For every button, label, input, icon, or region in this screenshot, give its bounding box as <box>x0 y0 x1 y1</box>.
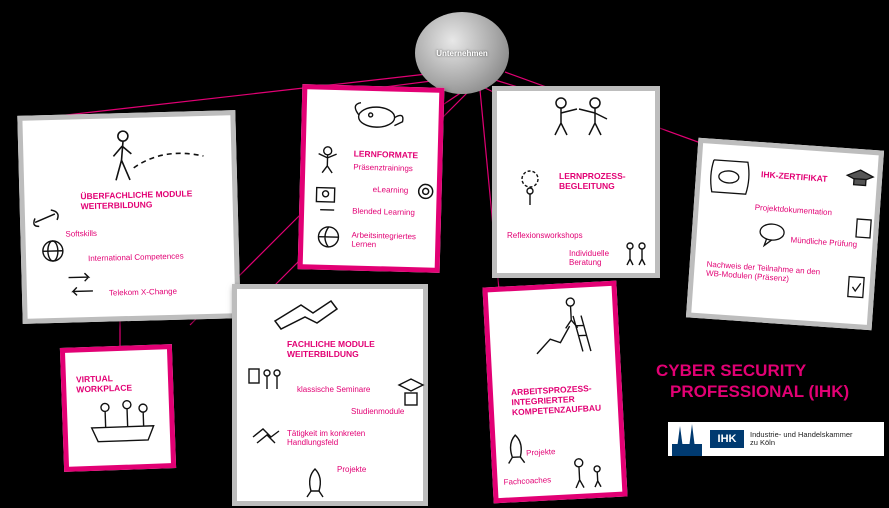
card-arbeitsprozess: ARBEITSPROZESS- INTEGRIERTER KOMPETENZAU… <box>482 280 628 504</box>
card-title: LERNPROZESS- BEGLEITUNG <box>559 171 626 191</box>
computer-user-icon <box>315 186 336 211</box>
item-softskills: Softskills <box>65 228 98 239</box>
checked-document-icon <box>847 275 865 299</box>
cathedral-icon <box>672 424 702 456</box>
graduation-puzzle-icon <box>397 378 425 406</box>
item-praesenztrainings: Präsenztrainings <box>353 162 413 174</box>
two-people-icon <box>554 97 608 136</box>
exchange-arrows-icon <box>68 272 93 296</box>
presenter-icon <box>318 146 337 174</box>
card-lernformate: LERNFORMATE Präsenztrainings eLearning B… <box>297 84 445 273</box>
item-arbeitsintegriertes-lernen: Arbeitsintegriertes Lernen <box>351 230 417 250</box>
item-klassische-seminare: klassische Seminare <box>297 385 371 394</box>
item-international: International Competences <box>87 251 184 264</box>
team-desk-icon <box>90 399 155 443</box>
card-ihk-zertifikat: IHK-ZERTIFIKAT Projektdokumentation Münd… <box>685 137 885 331</box>
card-title: FACHLICHE MODULE WEITERBILDUNG <box>287 339 375 359</box>
card-fachliche-module: FACHLICHE MODULE WEITERBILDUNG klassisch… <box>232 284 428 506</box>
item-nachweis-teilnahme: Nachweis der Teilnahme an den WB-Modulen… <box>705 259 821 284</box>
card-lernprozessbegleitung: LERNPROZESS- BEGLEITUNG Reflexionsworksh… <box>492 86 660 278</box>
rocket-icon <box>306 468 324 498</box>
couple-icon <box>626 242 646 266</box>
item-individuelle-beratung: Individuelle Beratung <box>569 249 610 267</box>
card-virtual-workplace: VIRTUAL WORKPLACE <box>59 344 177 472</box>
at-symbol-icon <box>417 183 434 200</box>
card-title: IHK-ZERTIFIKAT <box>760 169 828 184</box>
card-title: LERNFORMATE <box>353 148 419 161</box>
card-title: ARBEITSPROZESS- INTEGRIERTER KOMPETENZAU… <box>510 383 602 418</box>
headline-line2: PROFESSIONAL (IHK) <box>670 382 850 401</box>
ihk-name: Industrie- und Handelskammer zu Köln <box>750 430 853 447</box>
hub-unternehmen: Unternehmen <box>415 12 509 94</box>
puzzle-arrow-icon <box>273 299 339 330</box>
card-ueberfachliche-module: ÜBERFACHLICHE MODULE WEITERBILDUNG Softs… <box>17 110 241 324</box>
ihk-logo: IHK Industrie- und Handelskammer zu Köln <box>668 422 884 456</box>
item-fachcoaches: Fachcoaches <box>503 475 552 487</box>
item-muendliche-pruefung: Mündliche Prüfung <box>790 235 858 250</box>
item-blended-learning: Blended Learning <box>352 206 415 218</box>
wrench-icon <box>33 209 59 228</box>
globe-user-icon <box>317 226 340 248</box>
card-title: VIRTUAL WORKPLACE <box>75 373 133 395</box>
card-title: ÜBERFACHLICHE MODULE WEITERBILDUNG <box>80 188 193 212</box>
climbing-ladder-icon <box>536 297 592 355</box>
audience-icon <box>248 368 281 389</box>
item-projekte: Projekte <box>337 465 367 474</box>
item-taetigkeit: Tätigkeit im konkreten Handlungsfeld <box>287 429 366 447</box>
dragon-sketch-icon <box>354 102 404 128</box>
item-studienmodule: Studienmodule <box>351 407 405 416</box>
graduation-cap-icon <box>845 169 875 187</box>
item-telekom-xchange: Telekom X-Change <box>108 286 178 298</box>
rocket-icon <box>508 434 526 464</box>
globe-icon <box>42 240 64 262</box>
hub-label: Unternehmen <box>436 48 488 58</box>
headline: CYBER SECURITY PROFESSIONAL (IHK) <box>656 360 849 402</box>
headline-line1: CYBER SECURITY <box>656 361 807 380</box>
speech-bubble-icon <box>759 223 785 248</box>
walking-figure-icon <box>112 130 204 181</box>
thinking-person-icon <box>521 170 539 205</box>
certificate-scroll-icon <box>710 159 750 195</box>
item-projekte: Projekte <box>525 447 556 458</box>
item-reflexionsworkshops: Reflexionsworkshops <box>507 231 583 240</box>
hands-icon <box>252 428 280 444</box>
ihk-mark: IHK <box>710 430 744 448</box>
document-icon <box>855 218 872 239</box>
item-elearning: eLearning <box>372 185 409 195</box>
item-projektdokumentation: Projektdokumentation <box>754 202 833 218</box>
coach-icon <box>574 458 602 489</box>
